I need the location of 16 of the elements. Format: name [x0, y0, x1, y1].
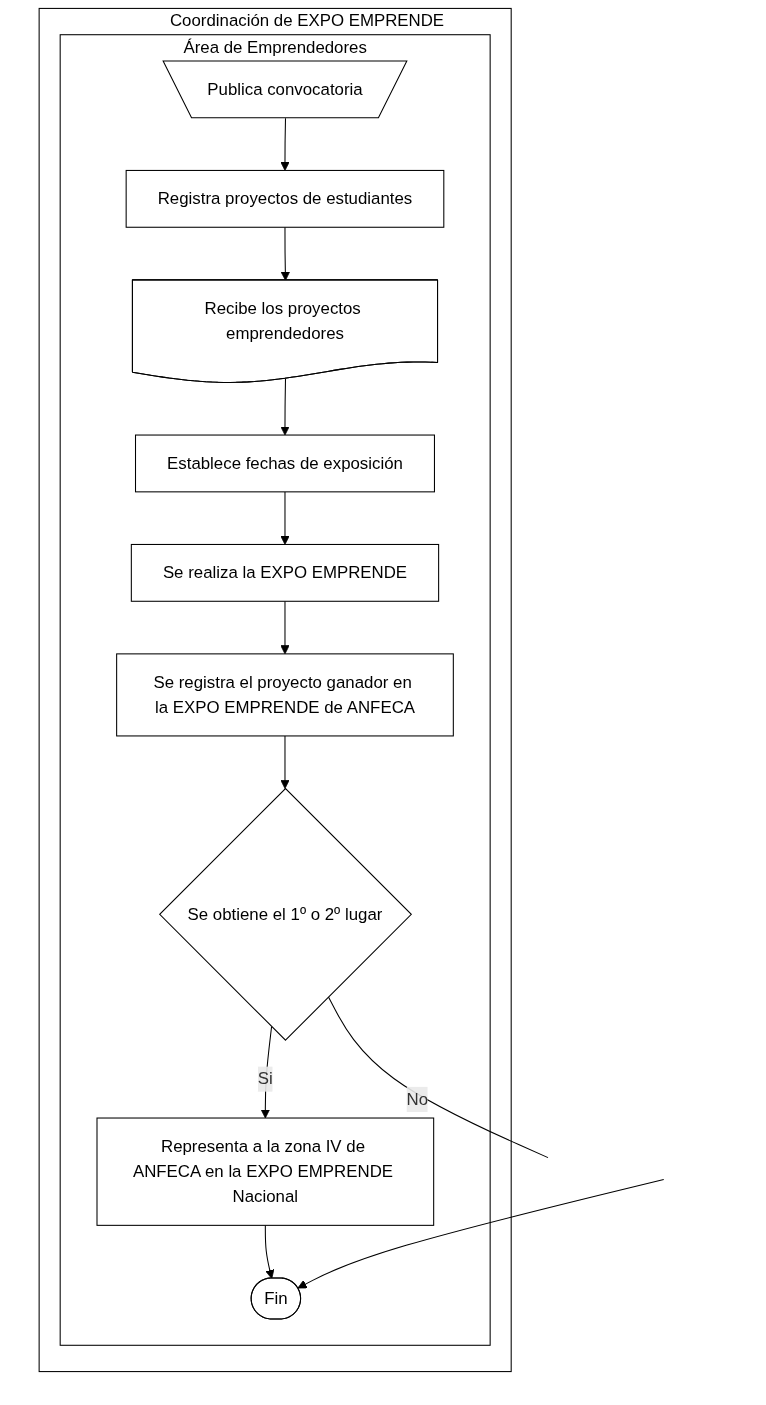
node-diamond: Se obtiene el 1º o 2º lugar [158, 787, 413, 1041]
arrow [264, 1224, 275, 1279]
arrow [280, 735, 290, 789]
node-box: Se registra el proyecto ganador en la EXPO EMPRENDE de ANFECA [116, 653, 454, 737]
edge-label: Si [257, 1069, 273, 1088]
node-box: Registra proyectos de estudiantes [125, 169, 445, 228]
connector [327, 996, 549, 1159]
arrow [280, 378, 290, 436]
node-box: Establece fechas de exposición [135, 434, 435, 493]
arrow [280, 491, 290, 545]
arrow [280, 600, 290, 655]
node-box: Representa a la zona IV de ANFECA en la EXPO EMPRENDE Nacional [96, 1117, 435, 1226]
node-box: Se realiza la EXPO EMPRENDE [130, 543, 440, 602]
edge-label: No [406, 1089, 429, 1108]
arrow [297, 1178, 665, 1289]
arrow [280, 117, 290, 171]
